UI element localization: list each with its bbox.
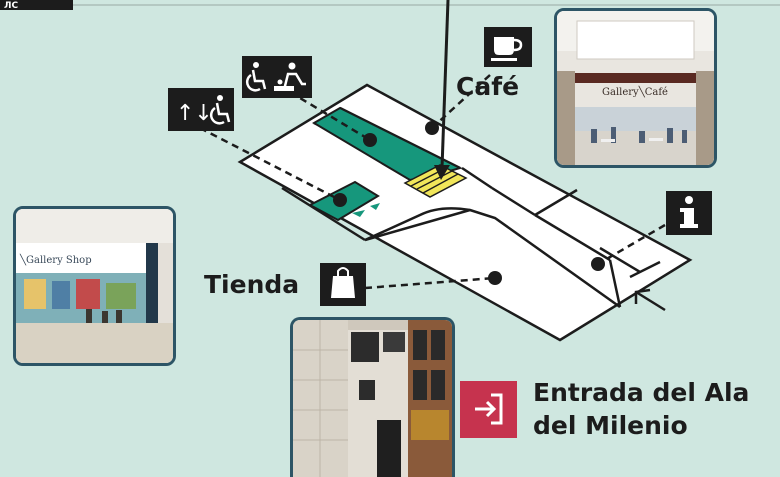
- cafe-sign-text: Gallery╲Café: [602, 85, 668, 98]
- you-are-here-arrow: [434, 0, 450, 180]
- entrance-building-photo: [290, 317, 455, 477]
- cafe-photo: Gallery╲Café: [554, 8, 717, 168]
- entrance-label: Entrada del Ala del Milenio: [533, 378, 750, 440]
- info-dot: [591, 257, 605, 271]
- shop-photo: ╲Gallery Shop: [13, 206, 176, 366]
- shop-dot: [488, 271, 502, 285]
- entrance-callout: Entrada del Ala del Milenio: [460, 376, 773, 442]
- location-dots: [333, 121, 605, 285]
- leader-lines: [199, 74, 666, 290]
- cafe-dot: [425, 121, 439, 135]
- entrance-arrow-icon: [460, 380, 517, 438]
- svg-text:↑↓: ↑↓: [176, 101, 213, 126]
- lift-dot: [333, 193, 347, 207]
- lift-door-marker: [352, 210, 365, 217]
- accessible-toilet-baby-change-icon: [242, 56, 312, 98]
- cafe-label: Café: [456, 72, 520, 101]
- stairs: [403, 164, 468, 198]
- entrance-pointer-arrow: [634, 288, 666, 312]
- accessible-lift-icon: ↑↓: [168, 88, 234, 131]
- coffee-cup-icon: [484, 27, 532, 67]
- shop-sign-text: ╲Gallery Shop: [19, 253, 92, 266]
- shopping-bag-icon: [320, 263, 366, 306]
- lift-door-marker: [370, 203, 380, 210]
- shop-label: Tienda: [204, 270, 300, 299]
- information-icon: [666, 191, 712, 235]
- svg-text:ЛС: ЛС: [4, 1, 18, 11]
- toilets-dot: [363, 133, 377, 147]
- corner-logo: ЛС: [0, 0, 73, 11]
